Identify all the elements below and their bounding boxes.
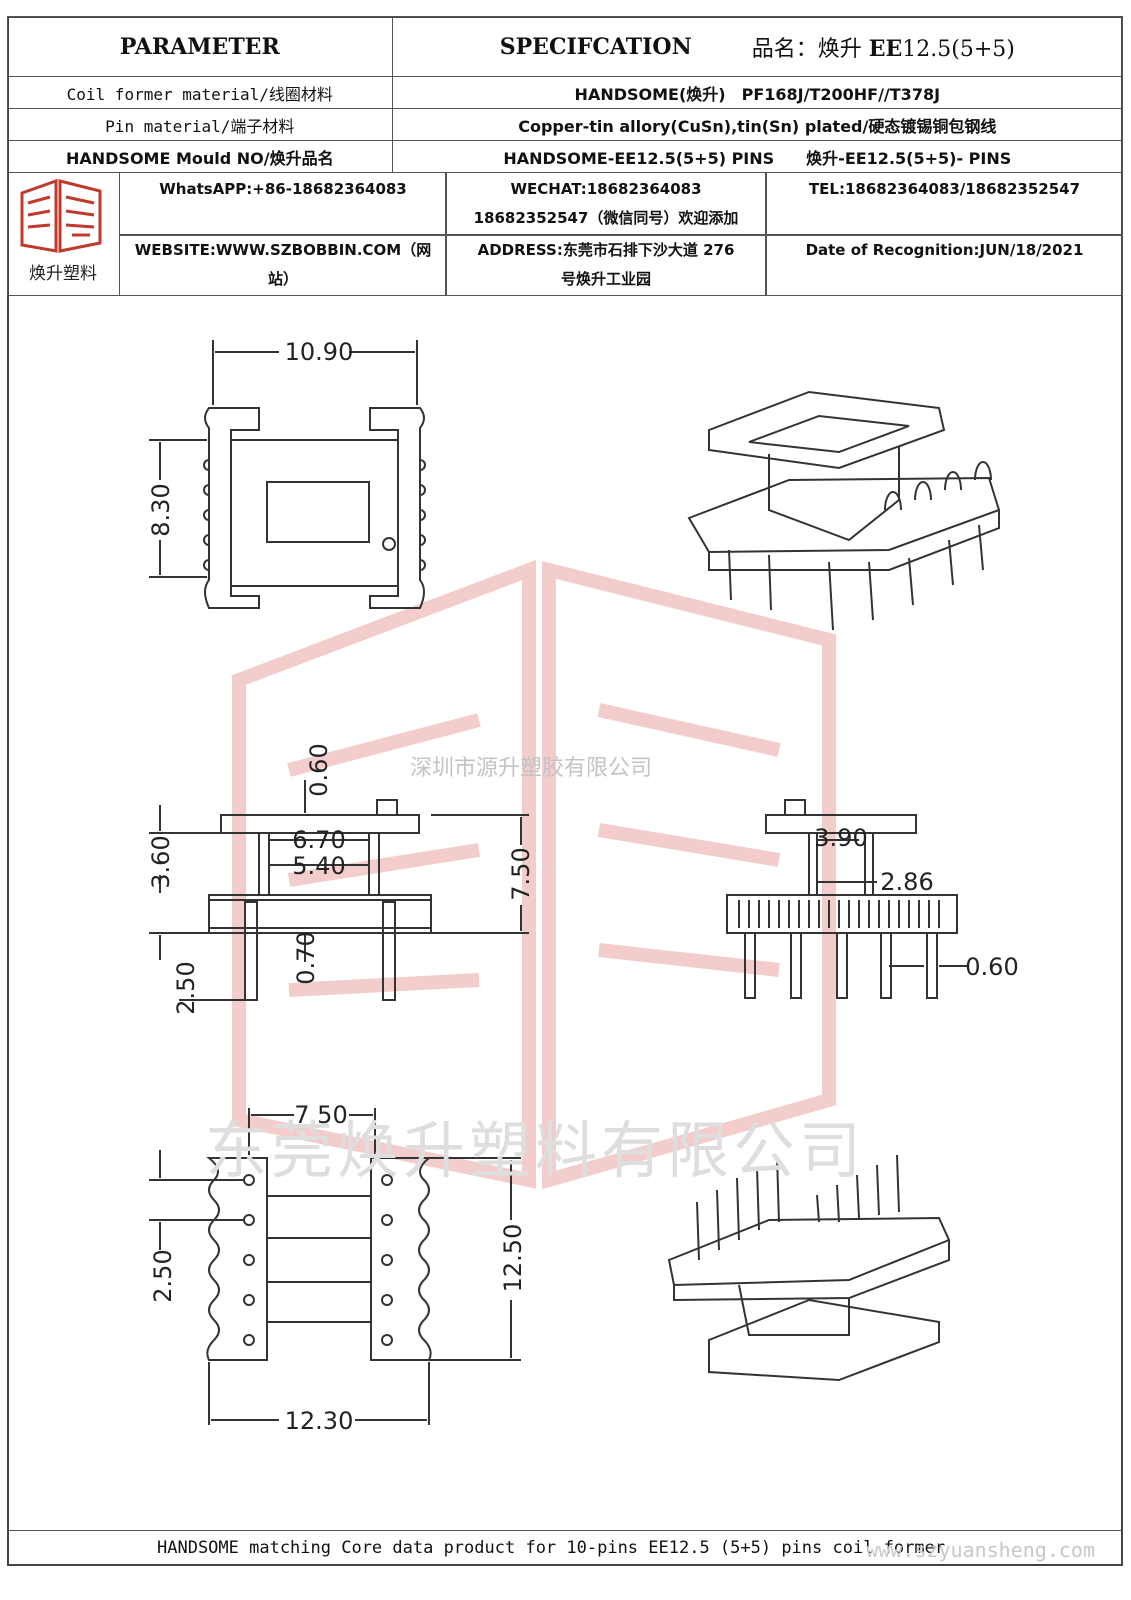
dim-side-flange: 0.60 [305,743,333,796]
row-label: HANDSOME Mould NO/焕升品名 [7,140,393,173]
front-view [726,799,969,999]
dim-side-top-height: 3.60 [147,835,175,888]
logo-mark [20,178,102,253]
whatsapp: WhatsAPP:+86-18682364083 [159,180,407,198]
dim-top-height: 8.30 [147,483,175,536]
dim-front-pin-width: 0.60 [965,953,1018,981]
dim-front-height: 3.90 [814,824,867,852]
telephone: TEL:18682364083/18682352547 [808,180,1081,198]
dim-bottom-pitch: 2.50 [149,1249,177,1302]
technical-drawing: 10.90 8.30 0.60 6.70 5.40 3.60 7.50 0.70… [147,338,1019,1435]
recognition-date: Date of Recognition:JUN/18/2021 [805,241,1084,259]
logo-text: 焕升塑料 [29,264,97,284]
wechat: WECHAT:18682364083 18682352547（微信同号）欢迎添加 [473,180,739,227]
row-label: Pin material/端子材料 [7,108,393,141]
address: ADDRESS:东莞市石排下沙大道 276 号焕升工业园 [477,241,735,288]
side-view [149,780,529,1001]
company-logo: 焕升塑料 [8,173,120,295]
row-label: Coil former material/线圈材料 [7,76,393,109]
footer-caption: HANDSOME matching Core data product for … [7,1530,1123,1566]
dim-front-core: 2.86 [880,868,933,896]
row-value: Copper-tin allory(CuSn),tin(Sn) plated/硬… [391,108,1124,141]
company-watermark-large: 东莞焕升塑料有限公司 [205,1114,866,1187]
dim-side-total-height: 7.50 [507,847,535,900]
specification-heading: SPECIFCATION [499,33,692,60]
parameter-heading: PARAMETER [7,16,393,77]
website: WEBSITE:WWW.SZBOBBIN.COM（网 站） [134,241,432,288]
product-name: 品名：焕升 EE12.5(5+5) [751,35,1015,62]
dim-top-width: 10.90 [285,338,354,366]
table-row: Pin material/端子材料 Copper-tin allory(CuSn… [7,108,1124,141]
dim-bottom-width: 7.50 [294,1101,347,1129]
dim-side-pin: 2.50 [172,961,200,1014]
dim-side-inner: 5.40 [292,852,345,880]
dim-side-inner-outer: 6.70 [292,826,345,854]
contact-block: 焕升塑料 WhatsAPP:+86-18682364083 WECHAT:186… [7,172,1123,296]
dim-bottom-height: 12.50 [499,1224,527,1293]
bottom-view [149,1108,521,1425]
dim-side-base: 0.70 [292,931,320,984]
header-row: PARAMETER SPECIFCATION 品名：焕升 EE12.5(5+5) [7,16,1124,77]
dim-bottom-total-width: 12.30 [285,1407,354,1435]
company-watermark-small: 深圳市源升塑胶有限公司 [410,756,653,781]
row-value: HANDSOME-EE12.5(5+5) PINS 焕升-EE12.5(5+5)… [391,140,1124,173]
specification-heading-cell: SPECIFCATION 品名：焕升 EE12.5(5+5) [391,16,1124,77]
table-row: HANDSOME Mould NO/焕升品名 HANDSOME-EE12.5(5… [7,140,1124,173]
website-watermark: www.szyuansheng.com [866,1538,1095,1562]
row-value: HANDSOME(焕升) PF168J/T200HF//T378J [391,76,1124,109]
top-view [149,340,426,609]
isometric-top-view [687,390,1001,631]
table-row: Coil former material/线圈材料 HANDSOME(焕升) P… [7,76,1124,109]
parameter-table: PARAMETER SPECIFCATION 品名：焕升 EE12.5(5+5)… [7,16,1124,173]
isometric-bottom-view [667,1154,951,1382]
